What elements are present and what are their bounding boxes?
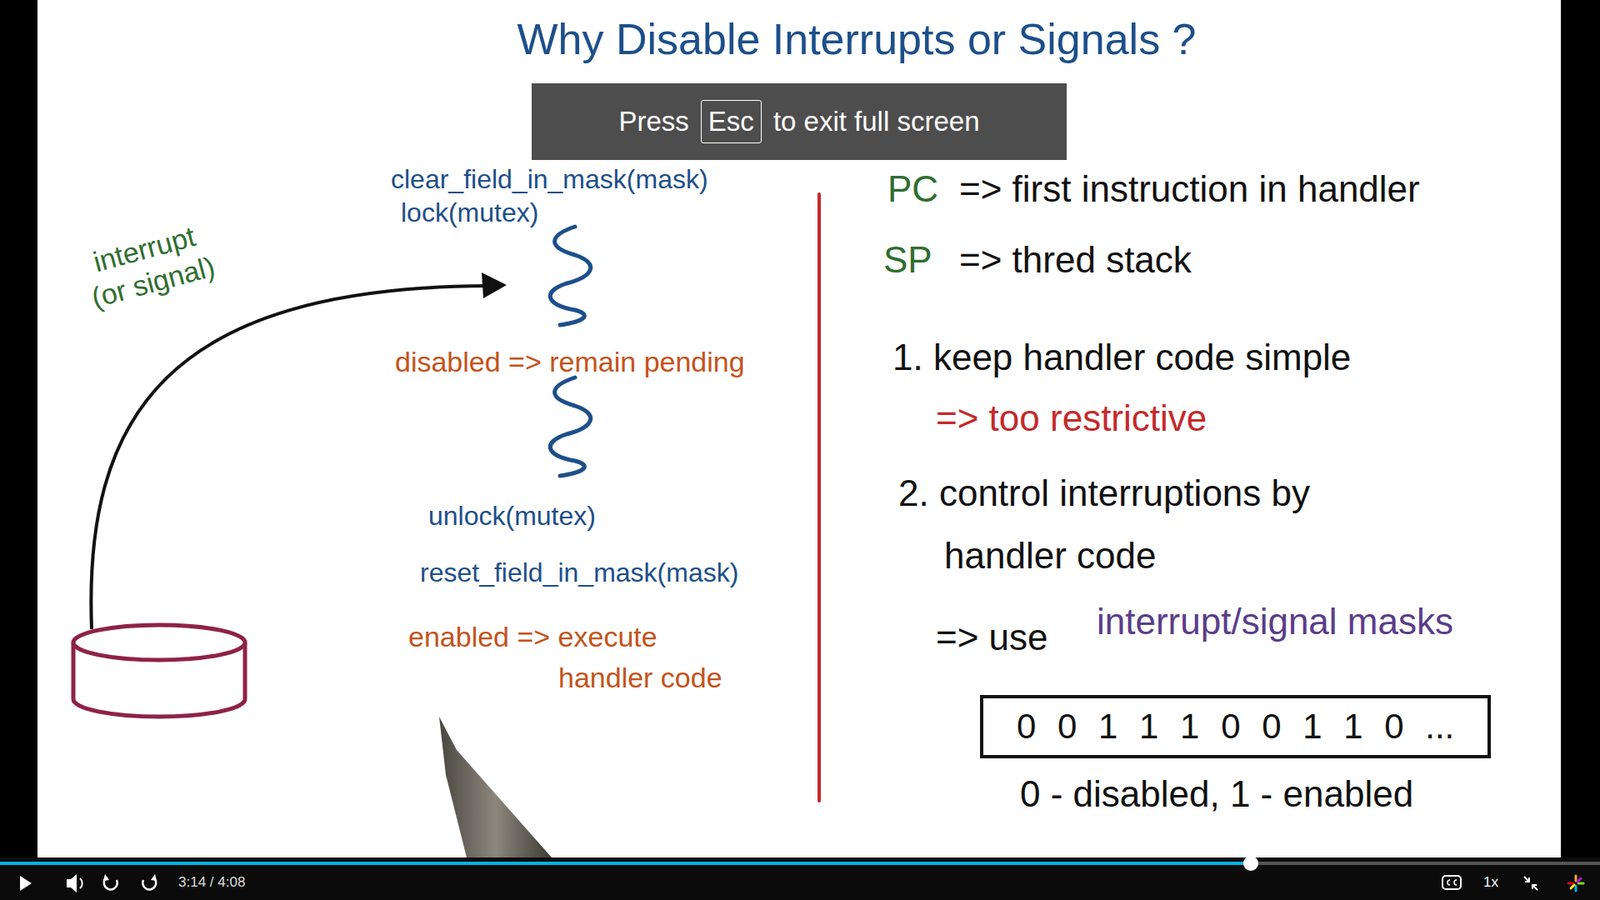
player-bar — [0, 857, 1600, 900]
slide-ground — [37, 0, 1561, 858]
captions-mark — [1447, 880, 1457, 885]
note-text: 1. keep handler code simple — [892, 335, 1351, 380]
brand-ray — [1575, 875, 1578, 881]
state-note: disabled => remain pending — [395, 345, 745, 380]
slide-title: Why Disable Interrupts or Signals ? — [0, 13, 1600, 65]
brand-ray — [1570, 885, 1575, 889]
arrow-head — [481, 272, 507, 299]
node-text: 0 0 1 1 1 0 0 1 1 0 ... — [1016, 706, 1455, 746]
progress-knob — [1243, 855, 1259, 871]
brand-icon — [1568, 875, 1584, 891]
code-line: unlock(mutex) — [428, 500, 596, 532]
volume-wave — [80, 878, 83, 889]
mask-legend: 0 - disabled, 1 - enabled — [1020, 772, 1414, 817]
bit-mask-box: 0 0 1 1 1 0 0 1 1 0 ... — [980, 695, 1491, 759]
code-line: lock(mutex) — [400, 196, 539, 229]
note-text: 2. control interruptions by handler code — [898, 462, 1382, 588]
progress-played — [0, 861, 1251, 865]
volume-icon — [66, 874, 77, 893]
register-name: SP — [883, 238, 933, 283]
key-cap: Esc — [700, 100, 762, 144]
progress-track — [0, 861, 1600, 865]
device-disk-top — [73, 625, 245, 660]
fullscreen-notice: Press to exit full screen Esc — [531, 83, 1067, 160]
brand-ray — [1578, 882, 1584, 885]
forward-head — [150, 874, 157, 881]
brand-ray — [1577, 878, 1581, 882]
time-readout: 3:14 / 4:08 — [178, 874, 245, 891]
brand-ray — [1575, 885, 1578, 891]
rewind-head — [103, 874, 110, 881]
note-text: => too restrictive — [935, 396, 1207, 441]
arrow-label: interrupt (or signal) — [73, 215, 224, 317]
speed-control: 1x — [1483, 874, 1499, 891]
divider-line — [817, 194, 821, 801]
note-text: => thred stack — [959, 238, 1192, 283]
node-text: to exit full screen — [773, 105, 980, 138]
pen-tip — [439, 716, 552, 858]
node-text: Esc — [708, 105, 755, 137]
node-text: Press — [619, 105, 690, 138]
brand-ray — [1568, 882, 1574, 885]
captions-icon — [1442, 875, 1461, 890]
note-text: => first instruction in handler — [959, 167, 1420, 212]
note-text: => use — [935, 615, 1049, 660]
squiggle-line — [550, 226, 590, 325]
squiggle-line — [550, 377, 590, 476]
register-name: PC — [887, 167, 939, 212]
state-note: enabled => execute handler code — [408, 616, 742, 700]
play-icon — [20, 875, 32, 891]
code-line: clear_field_in_mask(mask) — [390, 163, 709, 195]
term-text: interrupt/signal masks — [1096, 600, 1454, 645]
code-line: reset_field_in_mask(mask) — [420, 556, 739, 589]
exit-fullscreen-icon — [1524, 876, 1538, 890]
